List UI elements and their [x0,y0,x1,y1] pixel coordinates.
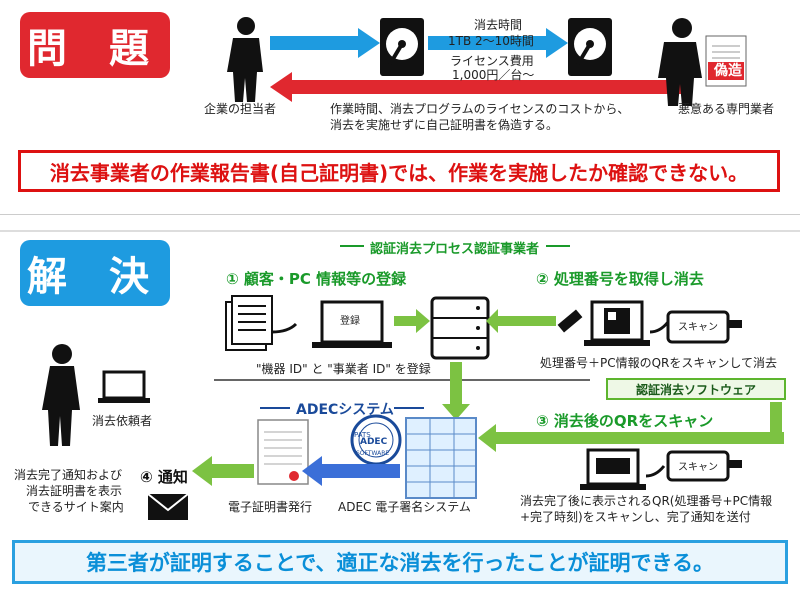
requester-label: 消去依頼者 [92,414,153,428]
explain-line2: 消去を実施せずに自己証明書を偽造する。 [330,118,559,132]
green-arrow-left-icon [478,402,784,452]
explain-line1: 作業時間、消去プログラムのライセンスのコストから、 [330,102,630,116]
malicious-vendor-icon [658,18,702,106]
scan-label-step2: スキャン [678,322,718,333]
step3-label: ③ 消去後のQRをスキャン [536,412,714,430]
scanner-icon [666,450,742,482]
license-value: 1,000円／台～ [452,68,535,82]
step2-label: ② 処理番号を取得し消去 [536,270,704,288]
after-line1: 消去完了後に表示されるQR(処理番号+PC情報 [520,494,773,508]
seal-top: PATS [354,431,371,439]
document-icon [705,35,747,87]
laptop-icon [312,300,392,348]
register-caption: "機器 ID" と "事業者 ID" を登録 [256,362,431,376]
red-arrow-left-icon [270,72,690,102]
qr-caption: 処理番号＋PC情報のQRをスキャンして消去 [540,356,778,370]
usb-drive-icon [557,309,583,333]
cert-issue-label: 電子証明書発行 [228,500,313,514]
hard-drive-icon [380,18,424,76]
certificate-icon [257,419,309,485]
server-rack-icon [405,417,477,499]
document-stack-icon [225,295,273,351]
adec-header: ADECシステム [296,402,394,418]
green-arrow-left-icon [192,456,254,486]
vendor-header: 認証消去プロセス認証事業者 [370,242,540,257]
time-value: 1TB 2～10時間 [448,34,534,48]
hard-drive-icon [568,18,612,76]
fake-stamp: 偽造 [714,63,742,79]
laptop-qr-icon [580,448,646,490]
problem-panel: 問 題 [0,0,800,215]
notify-line1: 消去完了通知および [14,468,123,482]
laptop-icon [98,370,150,403]
business-person-icon [227,17,263,102]
solution-banner: 第三者が証明することで、適正な消去を行ったことが証明できる。 [12,540,788,584]
person-right-label: 悪意ある専門業者 [678,102,775,116]
laptop-qr-icon [584,300,650,346]
problem-badge: 問 題 [20,12,170,78]
notify-line3: できるサイト案内 [28,500,124,514]
person-left-label: 企業の担当者 [204,102,277,116]
server-icon [430,296,490,360]
requester-icon [42,344,80,446]
green-arrow-right-icon [394,309,430,333]
problem-banner: 消去事業者の作業報告書(自己証明書)では、作業を実施したか確認できない。 [18,150,780,192]
problem-graphics [227,17,747,106]
solution-badge: 解 決 [20,240,170,306]
seal-mid: ADEC [360,437,388,447]
step1-label: ① 顧客・PC 情報等の登録 [226,270,407,288]
adec-signature-label: ADEC 電子署名システム [338,500,471,514]
notify-line2: 消去証明書を表示 [26,484,123,498]
scan-label-step3: スキャン [678,462,718,473]
login-label: 登録 [340,316,360,327]
after-line2: +完了時刻)をスキャンし、完了通知を送付 [520,510,751,524]
blue-arrow-right-icon [270,28,568,58]
solution-panel: 解 決 認証消去プロセス認証事業者 ① 顧客・PC 情報等の登録 ② 処理番号を… [0,230,800,615]
green-arrow-left-icon [442,309,556,420]
seal-bottom: SOFTWARE [356,450,390,457]
scanner-icon [666,310,742,344]
envelope-icon [147,493,189,520]
license-label: ライセンス費用 [450,54,534,68]
time-label: 消去時間 [474,18,523,32]
solution-graphics [42,245,784,520]
blue-arrow-left-icon [302,456,400,486]
step4-label: ④ 通知 [140,468,188,486]
seal-icon [350,414,402,466]
software-label: 認証消去ソフトウェア [606,378,786,400]
